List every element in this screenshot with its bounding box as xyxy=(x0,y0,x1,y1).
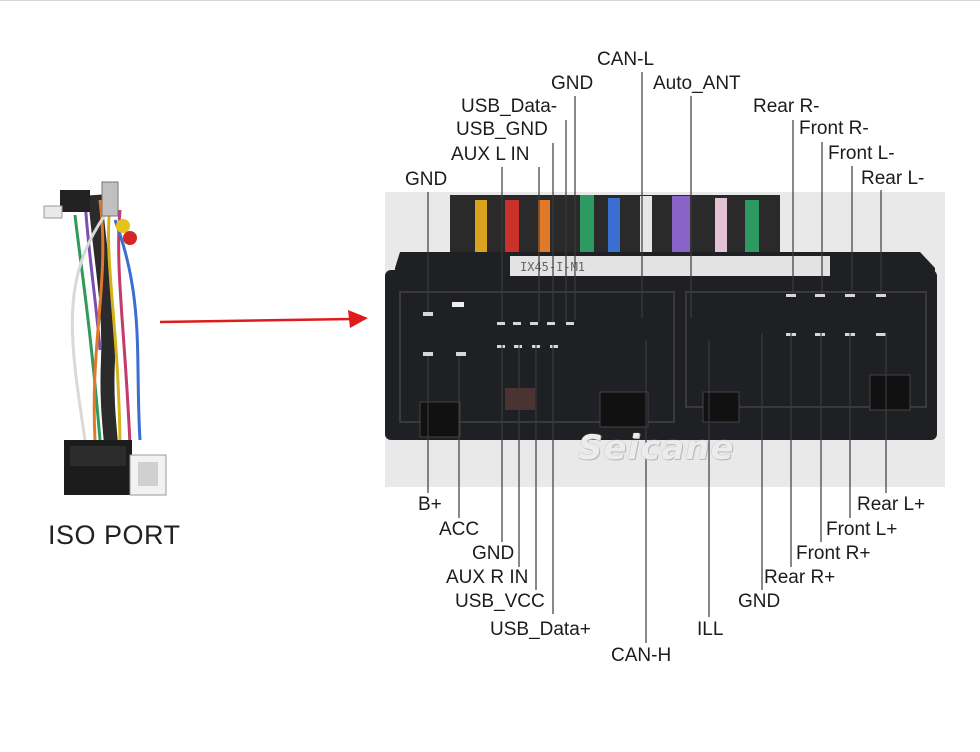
pin-label-ill: ILL xyxy=(697,619,724,640)
pin-label-front-l-plus: Front L+ xyxy=(826,519,898,540)
pin-label-gnd-right: GND xyxy=(738,591,781,612)
iso-port-caption: ISO PORT xyxy=(48,520,181,550)
pin-label-rear-r-plus: Rear R+ xyxy=(764,567,836,588)
pin-label-b-plus: B+ xyxy=(418,494,442,515)
pin-label-aux-r-in: AUX R IN xyxy=(446,567,529,588)
pin-label-usb-data-plus: USB_Data+ xyxy=(490,619,591,640)
connector-image: IX45-I-M1 xyxy=(385,192,945,487)
pin-label-acc: ACC xyxy=(439,519,480,540)
pin-label-gnd-top: GND xyxy=(551,73,594,94)
pin-label-front-r-minus: Front R- xyxy=(799,118,869,139)
pin-label-can-h: CAN-H xyxy=(611,645,672,666)
pin-label-usb-data-minus: USB_Data- xyxy=(461,96,558,117)
iso-harness-image xyxy=(43,181,167,496)
pin-label-usb-gnd: USB_GND xyxy=(456,119,548,140)
leader-lines xyxy=(427,72,887,643)
pin-label-gnd-bottom: GND xyxy=(472,543,515,564)
pin-label-aux-l-in: AUX L IN xyxy=(451,144,530,165)
pin-label-auto-ant: Auto_ANT xyxy=(653,73,741,94)
pin-contacts xyxy=(423,294,886,356)
top-divider xyxy=(0,0,980,5)
pointer-arrow xyxy=(159,310,368,328)
watermark-logo: Seicane xyxy=(578,428,735,468)
pin-label-rear-r-minus: Rear R- xyxy=(753,96,820,117)
pin-label-rear-l-plus: Rear L+ xyxy=(857,494,926,515)
pin-label-front-r-plus: Front R+ xyxy=(796,543,871,564)
pin-label-rear-l-minus: Rear L- xyxy=(861,168,925,189)
pin-label-can-l: CAN-L xyxy=(597,49,655,70)
pin-label-front-l-minus: Front L- xyxy=(828,143,895,164)
pin-label-usb-vcc: USB_VCC xyxy=(455,591,545,612)
pin-label-gnd-left: GND xyxy=(405,169,448,190)
